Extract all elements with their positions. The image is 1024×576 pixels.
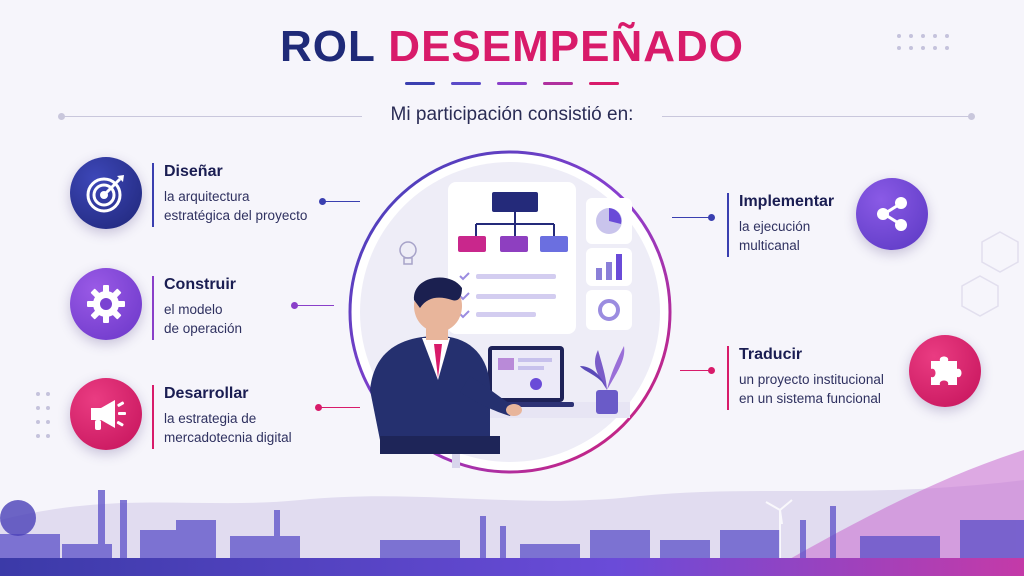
item-heading: Implementar (739, 193, 835, 210)
item-heading: Desarrollar (164, 385, 249, 402)
title-underline-dashes (405, 82, 619, 86)
item-heading: Construir (164, 276, 236, 293)
dots-decoration-left (36, 392, 50, 438)
item-traducir: Traducir un proyecto institucional en un… (727, 346, 947, 410)
gear-icon (70, 268, 142, 340)
megaphone-icon (70, 378, 142, 450)
item-heading: Diseñar (164, 163, 223, 180)
subtitle: Mi participación consistió en: (0, 104, 1024, 126)
item-description: la ejecución multicanal (739, 219, 811, 253)
title-word-desempenado: DESEMPEÑADO (388, 22, 745, 71)
connector-disenar (319, 198, 360, 205)
share-icon (856, 178, 928, 250)
connector-construir (291, 302, 334, 309)
item-description: la estrategia de mercadotecnia digital (164, 411, 292, 445)
item-desarrollar: Desarrollar la estrategia de mercadotecn… (152, 385, 372, 449)
page-title: ROL DESEMPEÑADO (0, 22, 1024, 72)
item-disenar: Diseñar la arquitectura estratégica del … (152, 163, 372, 227)
item-description: la arquitectura estratégica del proyecto (164, 189, 308, 223)
central-illustration (348, 150, 672, 474)
item-construir: Construir el modelo de operación (152, 276, 372, 340)
target-icon (70, 157, 142, 229)
title-word-rol: ROL (279, 22, 376, 71)
item-heading: Traducir (739, 346, 803, 363)
item-implementar: Implementar la ejecución multicanal (727, 193, 947, 257)
connector-implementar (672, 214, 715, 221)
subtitle-line-left (62, 116, 362, 117)
connector-desarrollar (315, 404, 360, 411)
item-description: el modelo de operación (164, 302, 243, 336)
subtitle-line-right (662, 116, 970, 117)
connector-traducir (680, 367, 715, 374)
skyline-illustration (0, 450, 1024, 576)
dots-decoration (897, 34, 949, 50)
item-description: un proyecto institucional en un sistema … (739, 372, 884, 406)
puzzle-icon (909, 335, 981, 407)
hexagon-decoration (961, 231, 1019, 317)
